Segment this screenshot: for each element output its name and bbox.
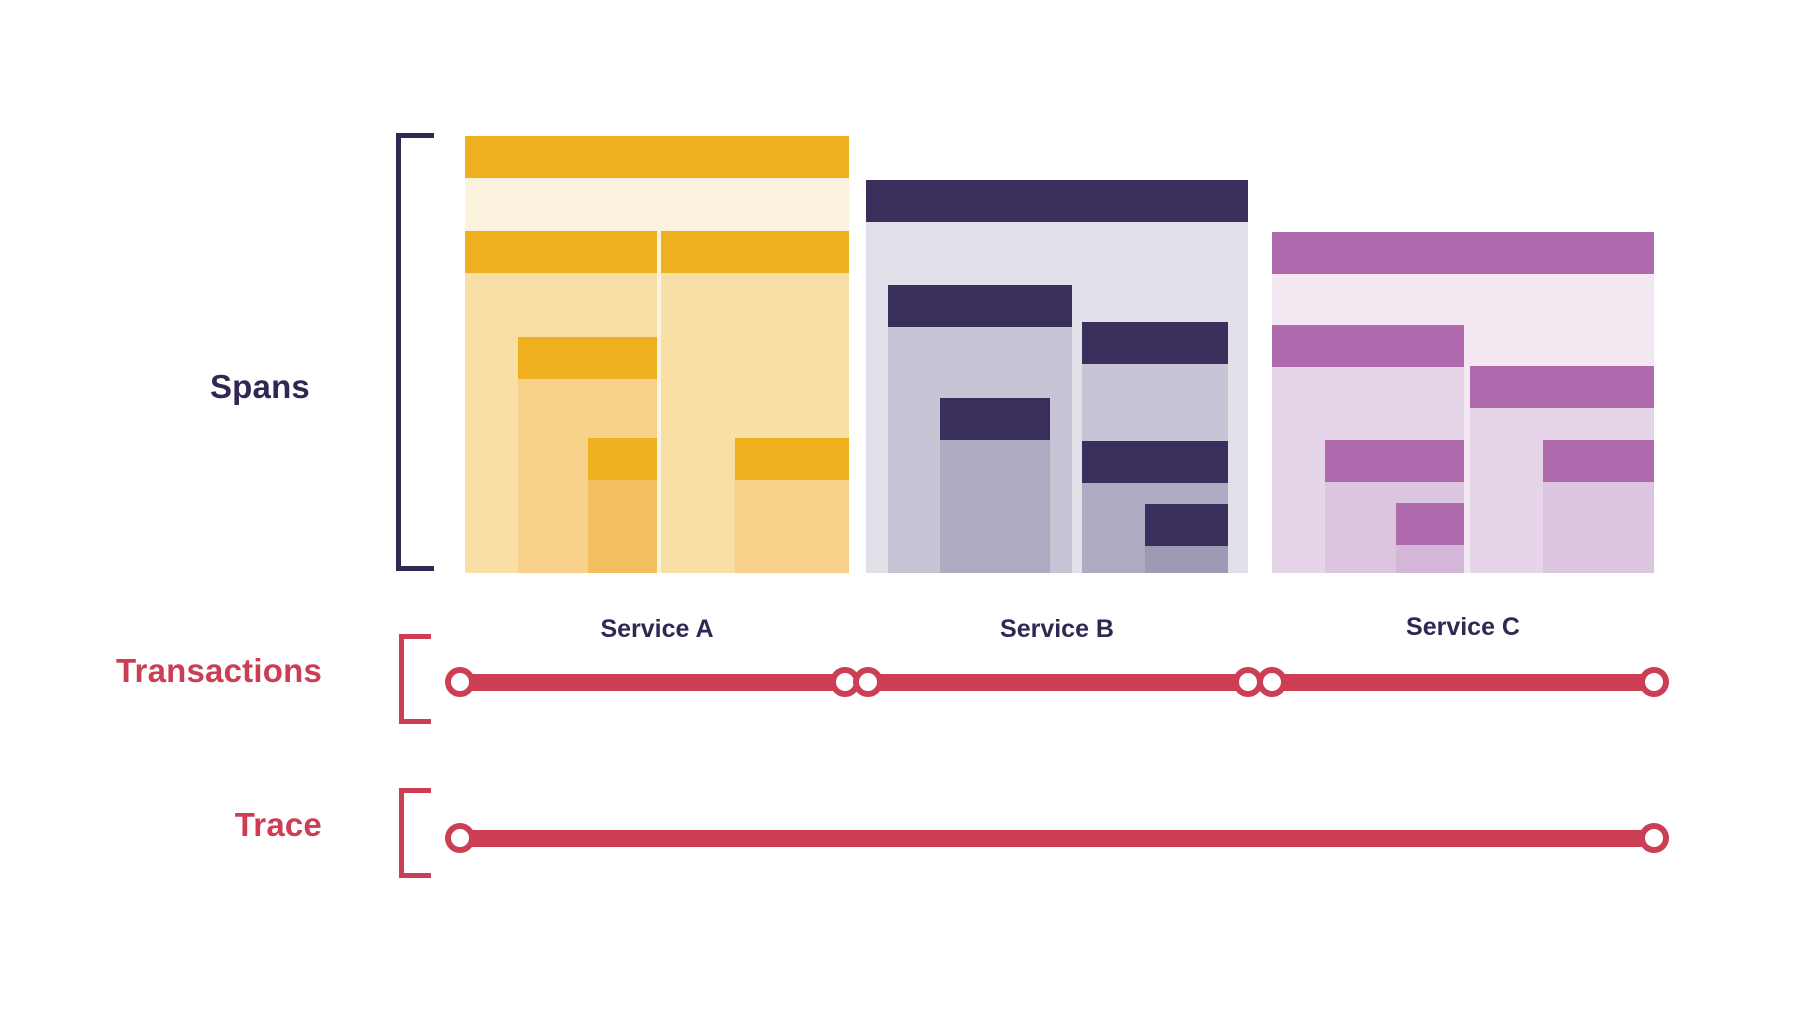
- spans-bracket: [396, 133, 434, 571]
- span-header-bar: [1543, 440, 1654, 482]
- span-header-bar: [1082, 322, 1228, 364]
- transaction-segment-bar: [460, 674, 845, 691]
- span-header-bar: [1470, 366, 1654, 408]
- transactions-bracket: [399, 634, 431, 724]
- span-header-bar: [465, 136, 849, 178]
- span-span-c-tx2-child: [1543, 440, 1654, 573]
- transaction-end-marker: [1639, 667, 1669, 697]
- span-header-bar: [588, 438, 657, 480]
- service-caption-a: Service A: [600, 615, 714, 643]
- span-header-bar: [465, 231, 657, 273]
- span-header-bar: [1145, 504, 1228, 546]
- span-header-bar: [1272, 232, 1654, 274]
- span-span-a-tx1-leaf: [588, 438, 657, 573]
- span-header-bar: [518, 337, 657, 379]
- span-header-bar: [1272, 325, 1464, 367]
- transaction-segment-bar: [1272, 674, 1654, 691]
- trace-row-label: Trace: [234, 806, 322, 843]
- span-span-c-tx1-leaf: [1396, 503, 1464, 573]
- transactions-row-label: Transactions: [116, 652, 322, 689]
- span-span-a-tx2-leaf: [735, 438, 849, 573]
- trace-bracket: [399, 788, 431, 878]
- trace-start-marker: [445, 823, 475, 853]
- span-header-bar: [1082, 441, 1228, 483]
- service-caption-c: Service C: [1406, 613, 1520, 641]
- span-header-bar: [866, 180, 1248, 222]
- transaction-start-marker: [853, 667, 883, 697]
- service-caption-b: Service B: [1000, 615, 1114, 643]
- span-span-b-tx1-child: [940, 398, 1050, 573]
- spans-row-label: Spans: [209, 368, 310, 405]
- span-header-bar: [888, 285, 1072, 327]
- span-span-b-tx2-leaf: [1145, 504, 1228, 573]
- span-header-bar: [661, 231, 849, 273]
- span-header-bar: [1396, 503, 1464, 545]
- trace-end-marker: [1639, 823, 1669, 853]
- span-header-bar: [735, 438, 849, 480]
- trace-bar: [460, 830, 1654, 847]
- span-header-bar: [1325, 440, 1464, 482]
- transaction-start-marker: [1257, 667, 1287, 697]
- transaction-start-marker: [445, 667, 475, 697]
- transaction-segment-bar: [868, 674, 1248, 691]
- span-header-bar: [940, 398, 1050, 440]
